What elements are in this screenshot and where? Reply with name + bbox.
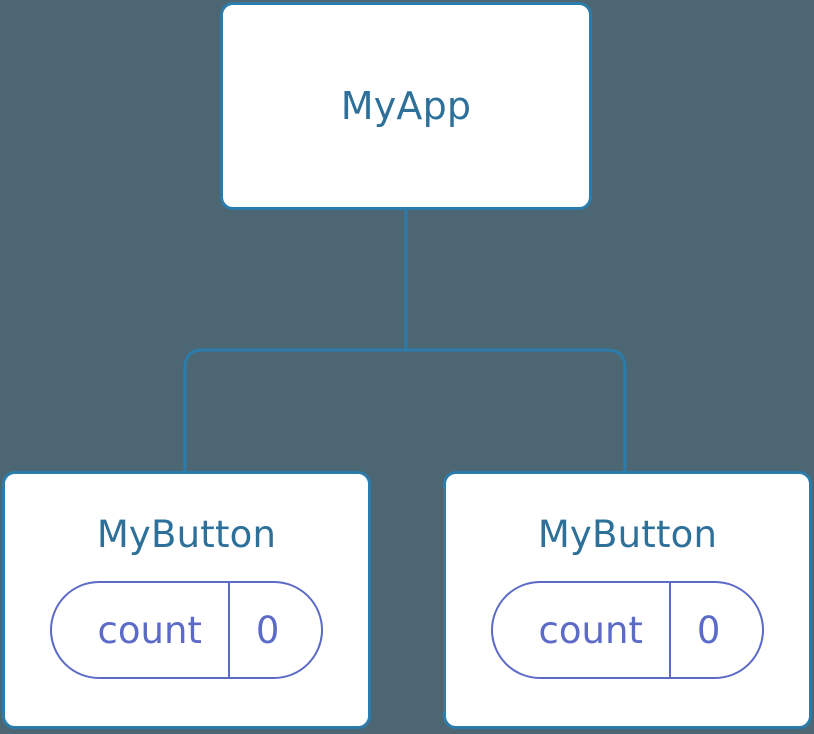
edge-to-left-child: [183, 348, 406, 471]
node-mybutton-left[interactable]: MyButton count 0: [2, 471, 371, 729]
edge-to-right-child: [406, 348, 627, 471]
state-divider-right: [668, 583, 671, 677]
state-key-right: count: [538, 608, 643, 652]
state-pill-right[interactable]: count 0: [490, 581, 765, 679]
state-value-left: 0: [255, 608, 280, 652]
node-myapp[interactable]: MyApp: [220, 2, 592, 210]
state-key-left: count: [97, 608, 202, 652]
node-mybutton-left-label: MyButton: [96, 513, 277, 556]
node-mybutton-right-label: MyButton: [537, 513, 718, 556]
state-value-right: 0: [696, 608, 721, 652]
node-myapp-label: MyApp: [340, 84, 472, 128]
node-mybutton-right[interactable]: MyButton count 0: [443, 471, 812, 729]
state-divider-left: [227, 583, 230, 677]
state-pill-left[interactable]: count 0: [49, 581, 324, 679]
